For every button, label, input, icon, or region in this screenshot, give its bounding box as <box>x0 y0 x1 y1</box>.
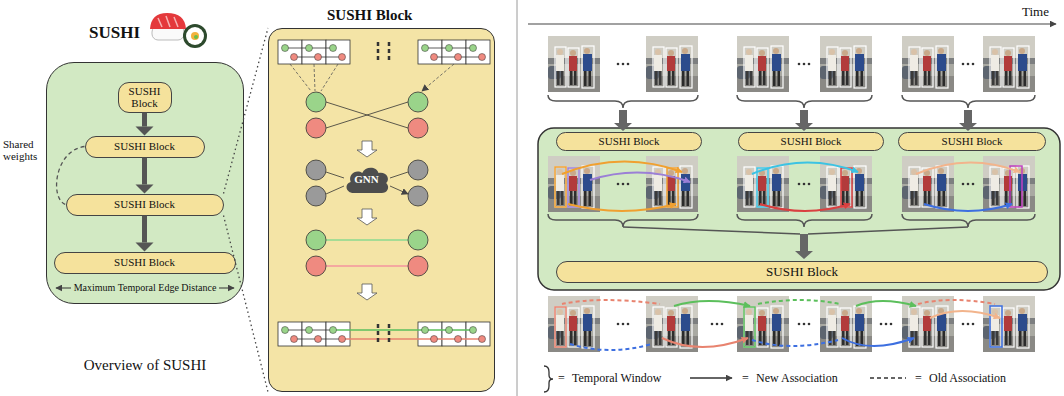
arrow-shaft <box>142 158 147 185</box>
sushi-block: SUSHI Block <box>738 132 884 151</box>
time-arrow <box>528 24 1056 25</box>
axis-label: Time <box>1022 4 1049 20</box>
arrow-shaft <box>142 113 147 127</box>
flow-arrows <box>614 110 977 259</box>
cloud-outline <box>346 167 388 192</box>
text-holder: = <box>915 371 922 385</box>
merged-associations <box>562 300 1000 350</box>
edge-label: Shared weights <box>3 138 47 162</box>
ellipsis-dots <box>617 63 975 326</box>
text-holder: New Association <box>756 371 838 385</box>
block-label: SUSHI Block <box>781 135 842 147</box>
arrow-head <box>136 185 154 194</box>
distance-arrow <box>56 288 234 289</box>
block-label: SUSHI Block <box>114 256 175 268</box>
gnn-cloud: GNN <box>343 164 391 196</box>
connector <box>57 147 85 205</box>
connector <box>136 158 154 194</box>
arrow-head <box>136 243 154 252</box>
sushi-block: SUSHI Block <box>85 136 205 158</box>
block-label: SUSHI Block <box>599 135 660 147</box>
block-label: SUSHI Block <box>766 265 838 279</box>
legend-text: New Association <box>756 371 838 385</box>
sushi-block: SUSHI Block <box>54 252 236 274</box>
window-braces <box>548 95 1035 234</box>
arrow-head <box>136 127 154 136</box>
legend-equals: = <box>915 371 922 385</box>
text-holder: = <box>742 371 749 385</box>
block-internals <box>278 40 490 346</box>
window-panel <box>538 128 1060 290</box>
arrow-shaft <box>142 216 147 243</box>
figure-caption: Overview of SUSHI <box>84 356 206 374</box>
block-label: SUSHI Block <box>942 135 1003 147</box>
gnn-label: GNN <box>354 173 378 185</box>
connector <box>136 113 154 136</box>
legend-text: Temporal Window <box>572 371 661 385</box>
text-holder: Old Association <box>929 371 1006 385</box>
legend-samples <box>544 366 906 392</box>
text-holder: Time <box>1022 4 1049 20</box>
divider-line <box>517 0 518 396</box>
sushi-block: SUSHI Block <box>66 194 224 216</box>
text-holder: SUSHI Block <box>327 6 412 24</box>
text-holder: Overview of SUSHI <box>84 356 206 374</box>
sushi-block: SUSHI Block <box>556 261 1048 283</box>
legend-equals: = <box>742 371 749 385</box>
text-holder: Shared weights <box>3 138 47 162</box>
block-label: SUSHI Block <box>123 85 167 109</box>
text-holder: Maximum Temporal Edge Distance <box>71 282 220 294</box>
sushi-icon <box>150 13 207 48</box>
sushi-block: SUSHI Block <box>118 82 172 113</box>
axis-label: Maximum Temporal Edge Distance <box>71 282 220 294</box>
block-label: SUSHI Block <box>114 198 175 210</box>
sushi-block: SUSHI Block <box>898 132 1046 151</box>
legend-text: Old Association <box>929 371 1006 385</box>
window-associations <box>562 161 1020 211</box>
panel-heading: SUSHI Block <box>327 6 412 24</box>
sushi-block: SUSHI Block <box>556 132 702 151</box>
panel-heading: SUSHI <box>89 23 140 43</box>
connector <box>224 28 269 392</box>
shared-weights-line <box>57 147 85 205</box>
video-frames <box>548 36 1035 352</box>
text-holder: SUSHI <box>89 23 140 43</box>
text-holder: = <box>558 371 565 385</box>
zoom-line <box>224 28 269 392</box>
legend-equals: = <box>558 371 565 385</box>
block-label: SUSHI Block <box>114 140 175 152</box>
track-boxes <box>555 166 1022 347</box>
connector <box>136 216 154 252</box>
text-holder: Temporal Window <box>572 371 661 385</box>
